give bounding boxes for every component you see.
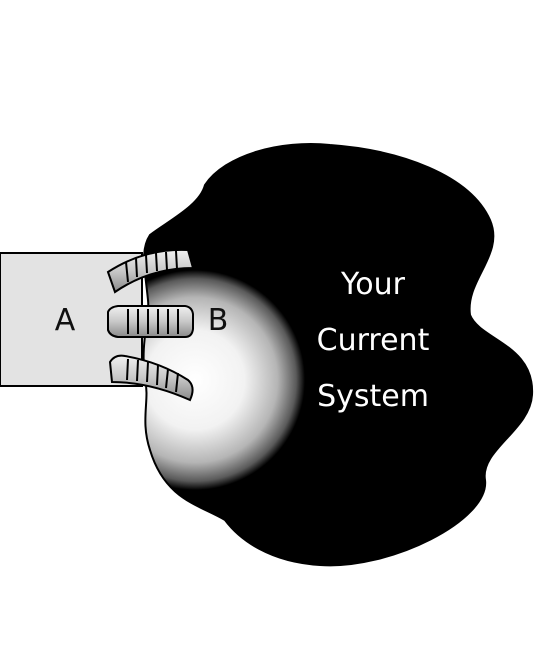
component-a-label: A: [55, 303, 76, 338]
system-label-line-3: System: [317, 379, 429, 414]
interface-b-label: B: [208, 303, 229, 338]
connector-clamp-bottom: [108, 354, 194, 402]
connector-clamp-middle: [107, 305, 194, 338]
current-system-blob: [142, 143, 534, 567]
system-label-line-1: Your: [340, 267, 406, 302]
system-label-line-2: Current: [317, 323, 430, 358]
connector-clamp-top: [106, 248, 195, 294]
